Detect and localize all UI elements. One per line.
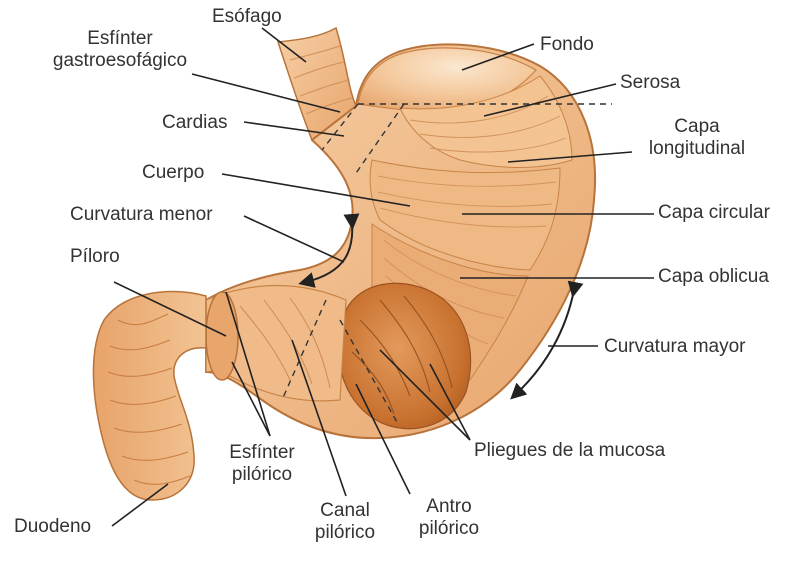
label-esfinter-gastroesofagico: Esfínter gastroesofágico <box>40 28 200 72</box>
pyloric-sphincter-ring <box>206 292 238 380</box>
label-esofago: Esófago <box>212 6 282 28</box>
label-cuerpo: Cuerpo <box>142 162 204 184</box>
label-antro-pilorico: Antro pilórico <box>404 496 494 540</box>
label-antro-line1: Antro <box>404 496 494 518</box>
label-curvatura-menor: Curvatura menor <box>70 204 213 226</box>
label-serosa: Serosa <box>620 72 680 94</box>
label-capa-long-line1: Capa <box>632 116 762 138</box>
label-esfinter-pilorico-line1: Esfínter <box>212 442 312 464</box>
label-esfinter-gastro-line2: gastroesofágico <box>40 50 200 72</box>
label-pliegues-mucosa: Pliegues de la mucosa <box>474 440 665 462</box>
label-canal-line2: pilórico <box>300 522 390 544</box>
label-capa-circular: Capa circular <box>658 202 770 224</box>
label-fondo: Fondo <box>540 34 594 56</box>
label-capa-oblicua: Capa oblicua <box>658 266 769 288</box>
label-esfinter-gastro-line1: Esfínter <box>40 28 200 50</box>
label-canal-pilorico: Canal pilórico <box>300 500 390 544</box>
duodenum-shape <box>93 291 206 500</box>
label-esfinter-pilorico: Esfínter pilórico <box>212 442 312 486</box>
label-capa-long-line2: longitudinal <box>632 138 762 160</box>
label-curvatura-mayor: Curvatura mayor <box>604 336 746 358</box>
leader-curvatura-menor <box>244 216 344 262</box>
label-cardias: Cardias <box>162 112 227 134</box>
label-piloro: Píloro <box>70 246 120 268</box>
label-capa-longitudinal: Capa longitudinal <box>632 116 762 160</box>
label-antro-line2: pilórico <box>404 518 494 540</box>
label-duodeno: Duodeno <box>14 516 91 538</box>
label-canal-line1: Canal <box>300 500 390 522</box>
label-esfinter-pilorico-line2: pilórico <box>212 464 312 486</box>
